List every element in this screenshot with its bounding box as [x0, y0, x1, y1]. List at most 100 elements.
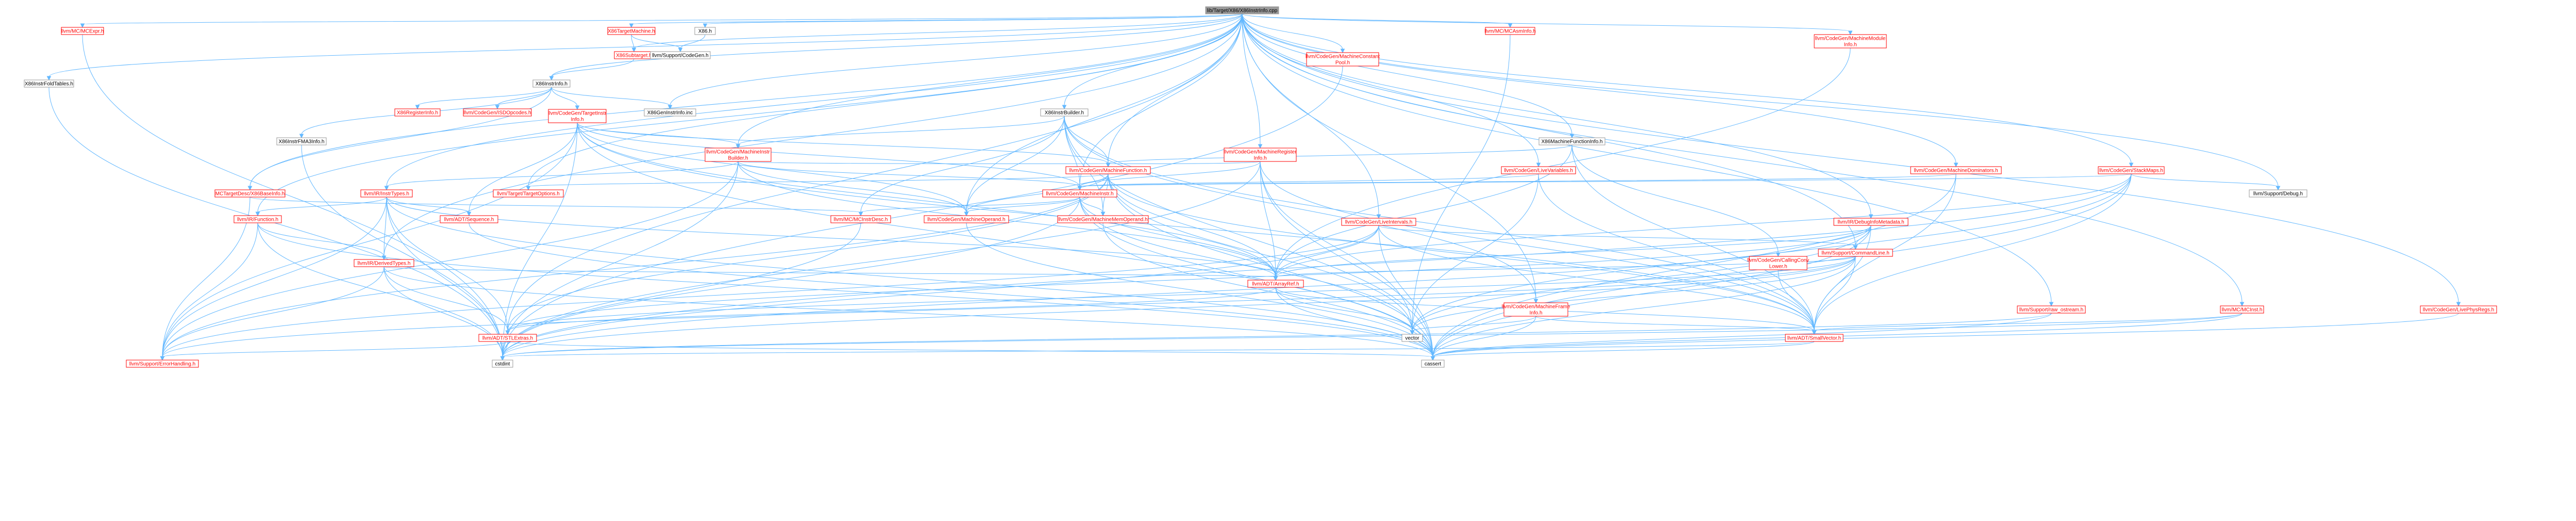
node-mcexpr[interactable]: llvm/MC/MCExpr.h: [61, 27, 104, 35]
edge-root-to-x86h: [705, 13, 1243, 25]
edge-dimeta-to-cstdint: [502, 225, 1871, 357]
edge-root-to-supdebug: [1242, 13, 2279, 187]
node-box: [532, 79, 571, 88]
node-genincinc[interactable]: X86GenInstrInfo.inc: [644, 108, 696, 117]
node-x86subtarget[interactable]: X86Subtarget.h: [614, 51, 654, 59]
node-arrayref[interactable]: llvm/ADT/ArrayRef.h: [1247, 280, 1304, 288]
node-vector[interactable]: vector: [1401, 334, 1423, 342]
node-mcinstrdesc[interactable]: llvm/MC/MCInstrDesc.h: [830, 215, 891, 223]
edge-tii-to-mop: [577, 122, 967, 213]
node-adtseq[interactable]: llvm/ADT/Sequence.h: [440, 215, 498, 223]
node-mcbaseinfo[interactable]: MCTargetDesc/X86BaseInfo.h: [214, 189, 286, 198]
node-label: llvm/ADT/STLExtras.h: [482, 336, 533, 341]
node-box: [276, 137, 327, 145]
node-irderived[interactable]: llvm/IR/DerivedTypes.h: [354, 259, 414, 267]
edge-x86mfi-to-arrayref: [1275, 144, 1573, 278]
node-tgtopts[interactable]: llvm/Target/TargetOptions.h: [493, 189, 564, 198]
edge-adtseq-to-cassert: [469, 222, 1433, 357]
node-x86h[interactable]: X86.h: [694, 27, 716, 35]
node-box: [493, 189, 564, 198]
edge-arrowhead-mcasminfo-to-vector: [1410, 330, 1415, 335]
node-label: llvm/Support/CommandLine.h: [1821, 251, 1889, 256]
node-x86reginfo[interactable]: X86RegisterInfo.h: [394, 108, 441, 117]
node-x86instfold[interactable]: X86InstrFoldTables.h: [24, 79, 74, 88]
node-lpregs[interactable]: llvm/CodeGen/LivePhysRegs.h: [2420, 305, 2497, 314]
node-lvars[interactable]: llvm/CodeGen/LiveVariables.h: [1501, 166, 1576, 174]
edge-root-to-irinst: [386, 13, 1243, 187]
node-cmdline[interactable]: llvm/Support/CommandLine.h: [1818, 249, 1893, 257]
node-label: MCTargetDesc/X86BaseInfo.h: [215, 191, 285, 197]
node-isdopcodes[interactable]: llvm/CodeGen/ISDOpcodes.h: [463, 108, 532, 117]
node-irinst[interactable]: llvm/IR/InstrTypes.h: [360, 189, 413, 198]
edge-mri-to-arrayref: [1260, 161, 1276, 278]
edge-mib-to-mi: [738, 161, 1080, 187]
edge-arrowhead-root-to-x86instfold: [46, 76, 52, 81]
node-supcodegen[interactable]: llvm/Support/CodeGen.h: [650, 51, 711, 59]
node-smallvec[interactable]: llvm/ADT/SmallVector.h: [1785, 334, 1844, 342]
node-label: X86InstrFoldTables.h: [25, 82, 73, 87]
edge-lintv-to-cstdint: [502, 225, 1379, 357]
node-box: [2220, 305, 2264, 314]
edge-irfunc-to-cassert: [257, 222, 1433, 357]
node-stlextras[interactable]: llvm/ADT/STLExtras.h: [478, 334, 537, 342]
edge-root-to-x86mfi: [1242, 13, 1573, 135]
node-box: [1205, 6, 1279, 14]
node-x86instrinfoh[interactable]: X86InstrInfo.h: [532, 79, 571, 88]
edge-arrowhead-mfinfo-to-arrayref: [1273, 276, 1278, 281]
node-box: [1057, 215, 1149, 223]
edge-mri-to-cstdint: [502, 161, 1261, 357]
edge-mop-to-cassert: [966, 222, 1433, 357]
edge-arrowhead-arrayref-to-stlextras: [505, 330, 510, 335]
edge-root-to-lpregs: [1242, 13, 2459, 303]
node-cassert[interactable]: cassert: [1421, 360, 1445, 368]
node-supdebug[interactable]: llvm/Support/Debug.h: [2249, 189, 2307, 198]
node-dimeta[interactable]: llvm/IR/DebugInfoMetadata.h: [1833, 218, 1909, 226]
node-box: [24, 79, 74, 88]
edge-root-to-lvars: [1242, 13, 1539, 164]
node-mi[interactable]: llvm/CodeGen/MachineInstr.h: [1042, 189, 1117, 198]
edge-mf-to-cassert: [1108, 173, 1433, 357]
node-label: llvm/CodeGen/TargetInstr: [548, 111, 607, 117]
node-rawostream[interactable]: llvm/Support/raw_ostream.h: [2017, 305, 2086, 314]
node-lintv[interactable]: llvm/CodeGen/LiveIntervals.h: [1341, 218, 1416, 226]
node-x86fma[interactable]: X86InstrFMA3Info.h: [276, 137, 327, 145]
edge-stlextras-to-errhand: [162, 341, 508, 357]
node-box: [233, 215, 282, 223]
node-errhand[interactable]: llvm/Support/ErrorHandling.h: [126, 360, 199, 368]
node-x86ib[interactable]: X86InstrBuilder.h: [1040, 108, 1089, 117]
edge-cmdline-to-arrayref: [1275, 256, 1856, 278]
node-x86tm[interactable]: X86TargetMachine.h: [607, 27, 656, 35]
node-box: [440, 215, 498, 223]
edge-x86instrinfoh-to-x86reginfo: [417, 87, 552, 106]
edge-root-to-mi: [1079, 13, 1243, 187]
edge-root-to-dimeta: [1242, 13, 1871, 216]
node-label: cassert: [1425, 362, 1441, 367]
edge-irinst-to-arrayref: [386, 197, 1276, 278]
node-mop[interactable]: llvm/CodeGen/MachineOperand.h: [924, 215, 1009, 223]
node-smaps[interactable]: llvm/CodeGen/StackMaps.h: [2098, 166, 2165, 174]
edge-irfunc-to-irderived: [257, 222, 384, 257]
node-mmo[interactable]: llvm/CodeGen/MachineMemOperand.h: [1057, 215, 1149, 223]
node-irfunc[interactable]: llvm/IR/Function.h: [233, 215, 282, 223]
edge-tii-to-mib: [577, 122, 739, 145]
node-mdom[interactable]: llvm/CodeGen/MachineDominators.h: [1910, 166, 2002, 174]
edge-arrowhead-root-to-x86tm: [629, 23, 634, 28]
edge-root-to-x86subtarget: [633, 13, 1243, 49]
edge-irderived-to-cassert: [383, 266, 1433, 357]
edge-x86instrinfoh-to-genincinc: [551, 87, 671, 106]
node-root[interactable]: lib/Target/X86/X86InstrInfo.cpp: [1205, 6, 1279, 14]
node-mcasminfo[interactable]: llvm/MC/MCAsmInfo.h: [1484, 27, 1536, 35]
node-x86mfi[interactable]: X86MachineFunctionInfo.h: [1538, 137, 1605, 145]
node-mf[interactable]: llvm/CodeGen/MachineFunction.h: [1065, 166, 1151, 174]
node-cstdint[interactable]: cstdint: [492, 360, 513, 368]
node-label: llvm/Support/CodeGen.h: [652, 53, 709, 59]
edge-root-to-mframe: [1242, 13, 1536, 300]
node-mcinst[interactable]: llvm/MC/MCInst.h: [2220, 305, 2264, 314]
